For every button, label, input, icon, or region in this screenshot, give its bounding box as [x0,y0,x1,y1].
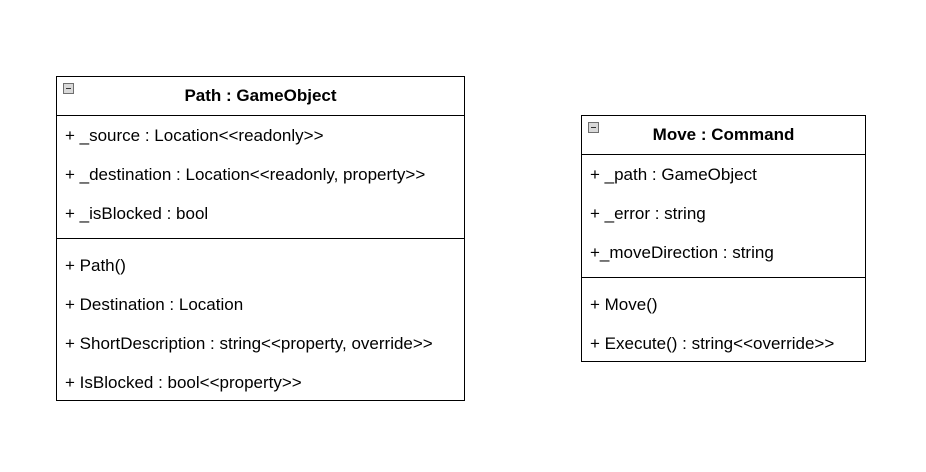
class-header: Path : GameObject [57,77,464,116]
operations-section: + Move() + Execute() : string<<override>… [582,278,865,363]
attributes-section: + _source : Location<<readonly>> + _dest… [57,116,464,239]
collapse-icon[interactable] [588,122,599,133]
class-title: Path : GameObject [184,86,337,105]
operation-move: + Move() [590,295,658,314]
attribute-source: + _source : Location<<readonly>> [65,126,324,145]
attribute-error: + _error : string [590,204,706,223]
class-title: Move : Command [652,125,795,144]
operation-destination: + Destination : Location [65,295,244,314]
attribute-isblocked: + _isBlocked : bool [65,204,209,223]
operation-isblocked: + IsBlocked : bool<<property>> [65,373,302,392]
class-header: Move : Command [582,116,865,155]
operation-path: + Path() [65,256,126,275]
operation-execute: + Execute() : string<<override>> [590,334,835,353]
class-move-command[interactable]: Move : Command + _path : GameObject + _e… [581,115,866,362]
attribute-path: + _path : GameObject [590,165,757,184]
class-path-gameobject[interactable]: Path : GameObject + _source : Location<<… [56,76,465,401]
attributes-section: + _path : GameObject + _error : string +… [582,155,865,278]
operations-section: + Path() + Destination : Location + Shor… [57,239,464,402]
operation-short-description: + ShortDescription : string<<property, o… [65,334,433,353]
attribute-move-direction: +_moveDirection : string [590,243,774,262]
collapse-icon[interactable] [63,83,74,94]
attribute-destination: + _destination : Location<<readonly, pro… [65,165,426,184]
